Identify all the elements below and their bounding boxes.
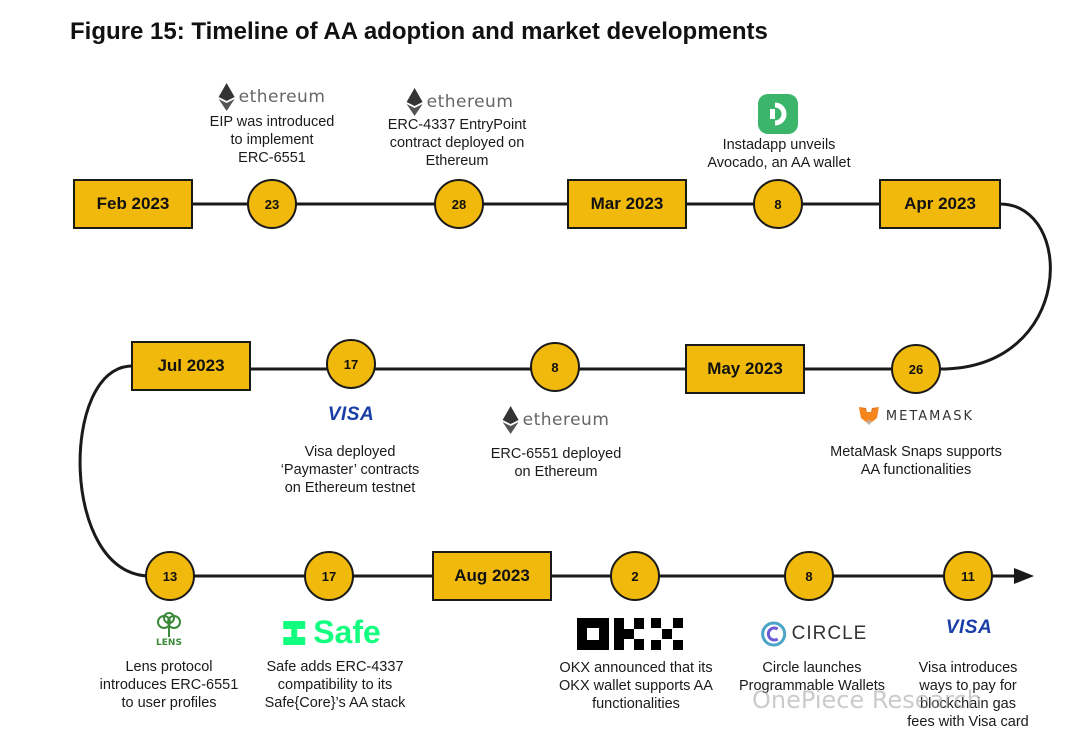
okx-logo [577,618,683,650]
day-mar-8: 8 [753,179,803,229]
lens-logo: LENS [154,612,184,648]
safe-logo: Safe [279,614,381,651]
ethereum-wordmark: ethereum [426,92,514,112]
okx-icon [577,618,683,650]
circle-wordmark: CIRCLE [791,623,868,644]
ethereum-icon [502,406,519,434]
watermark: OnePiece Research [752,686,982,714]
circle-logo: CIRCLE [761,621,868,647]
ethereum-logo-2: ethereum [406,88,514,116]
circle-icon [761,621,787,647]
day-feb-23: 23 [247,179,297,229]
day-may-8: 8 [530,342,580,392]
month-mar-2023: Mar 2023 [567,179,687,229]
day-may-17: 17 [326,339,376,389]
metamask-wordmark: METAMASK [885,408,975,424]
visa-wordmark: VISA [327,404,375,425]
day-aug-11: 11 [943,551,993,601]
lens-wordmark: LENS [156,638,182,648]
day-aug-2: 2 [610,551,660,601]
figure-title: Figure 15: Timeline of AA adoption and m… [70,18,768,45]
ethereum-logo-3: ethereum [502,406,610,434]
instadapp-icon [758,94,798,134]
instadapp-logo [758,94,798,134]
visa-wordmark: VISA [945,617,993,638]
ethereum-logo-1: ethereum [218,83,326,111]
ethereum-wordmark: ethereum [522,410,610,430]
ethereum-icon [406,88,423,116]
safe-wordmark: Safe [313,614,381,650]
day-feb-28: 28 [434,179,484,229]
day-aug-8: 8 [784,551,834,601]
day-jul-13: 13 [145,551,195,601]
ethereum-wordmark: ethereum [238,87,326,107]
visa-logo-2: VISA [946,617,992,639]
day-apr-26: 26 [891,344,941,394]
safe-icon [283,620,306,645]
visa-logo-1: VISA [328,404,374,426]
month-jul-2023: Jul 2023 [131,341,251,391]
month-apr-2023: Apr 2023 [879,179,1001,229]
metamask-logo: METAMASK [858,406,974,426]
month-feb-2023: Feb 2023 [73,179,193,229]
month-may-2023: May 2023 [685,344,805,394]
lens-plant-icon [157,612,181,637]
day-jul-17: 17 [304,551,354,601]
month-aug-2023: Aug 2023 [432,551,552,601]
metamask-fox-icon [858,407,879,425]
ethereum-icon [218,83,235,111]
